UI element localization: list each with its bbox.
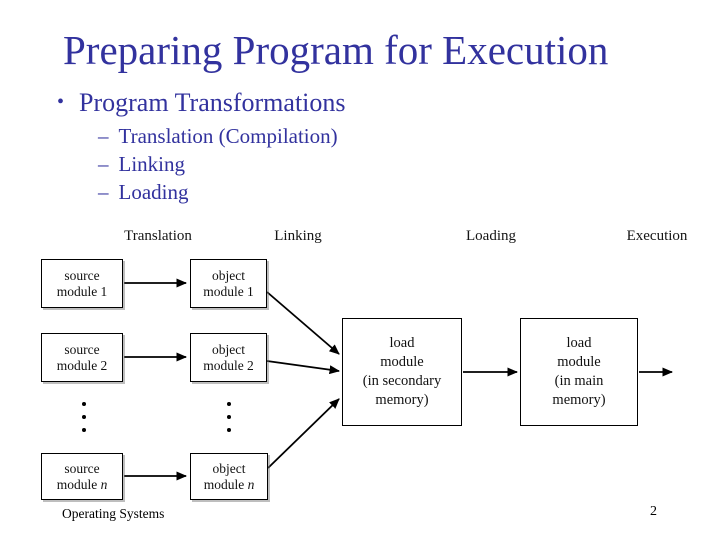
box-line: source — [64, 267, 100, 283]
box-object-module-2: object module 2 — [190, 333, 267, 382]
box-line: module — [380, 354, 424, 370]
footer-course-name: Operating Systems — [62, 506, 165, 521]
bullet-program-transformations: • Program Transformations — [57, 88, 346, 118]
dash-icon: – — [98, 152, 109, 176]
box-source-module-1: source module 1 — [41, 259, 123, 308]
sub-bullet-label: Linking — [118, 152, 186, 176]
page-number: 2 — [650, 504, 657, 519]
box-line: object — [212, 267, 245, 283]
box-object-module-1: object module 1 — [190, 259, 267, 308]
dot — [227, 428, 231, 432]
dot — [82, 428, 86, 432]
sub-bullet-loading: –Loading — [98, 178, 338, 206]
box-line: module 1 — [203, 283, 254, 299]
sub-bullet-label: Translation (Compilation) — [118, 124, 338, 148]
box-line: module n — [203, 476, 255, 492]
dash-icon: – — [98, 124, 109, 148]
sub-bullet-linking: –Linking — [98, 150, 338, 178]
box-line: load — [389, 335, 415, 351]
box-source-module-n: source module n — [41, 453, 123, 500]
arrow-objectn-to-load — [267, 398, 340, 469]
box-line: object — [212, 460, 246, 476]
italic-n: n — [100, 476, 108, 492]
box-line: module 2 — [203, 357, 254, 373]
sub-bullet-label: Loading — [118, 180, 189, 204]
box-line: (in main — [554, 373, 604, 389]
arrow-object2-to-load — [266, 360, 340, 375]
box-line: module 2 — [56, 357, 108, 373]
vertical-ellipsis — [227, 402, 231, 432]
sub-bullet-list: –Translation (Compilation) –Linking –Loa… — [98, 122, 338, 206]
stage-label-execution: Execution — [626, 228, 688, 244]
sub-bullet-translation: –Translation (Compilation) — [98, 122, 338, 150]
box-object-module-n: object module n — [190, 453, 268, 500]
bullet-main-label: Program Transformations — [79, 88, 346, 117]
box-line: source — [64, 341, 100, 357]
box-load-module-secondary: load module (in secondary memory) — [342, 318, 462, 426]
stage-label-translation: Translation — [124, 228, 192, 244]
dot — [227, 402, 231, 406]
box-source-module-2: source module 2 — [41, 333, 123, 382]
box-line: module n — [56, 476, 108, 492]
dash-icon: – — [98, 180, 109, 204]
box-line: (in secondary — [362, 373, 442, 389]
box-line: object — [212, 341, 245, 357]
arrow-object1-to-load — [266, 291, 340, 355]
slide-title: Preparing Program for Execution — [63, 27, 609, 73]
box-line: module 1 — [56, 283, 108, 299]
stage-label-linking: Linking — [274, 228, 322, 244]
box-line: memory) — [375, 392, 429, 408]
box-line: memory) — [552, 392, 606, 408]
box-line: load — [566, 335, 592, 351]
italic-n: n — [247, 476, 255, 492]
box-line: source — [64, 460, 100, 476]
dot — [227, 415, 231, 419]
box-line: module — [557, 354, 601, 370]
bullet-icon: • — [57, 91, 65, 113]
dot — [82, 415, 86, 419]
stage-label-loading: Loading — [466, 228, 516, 244]
dot — [82, 402, 86, 406]
vertical-ellipsis — [82, 402, 86, 432]
box-load-module-main: load module (in main memory) — [520, 318, 638, 426]
